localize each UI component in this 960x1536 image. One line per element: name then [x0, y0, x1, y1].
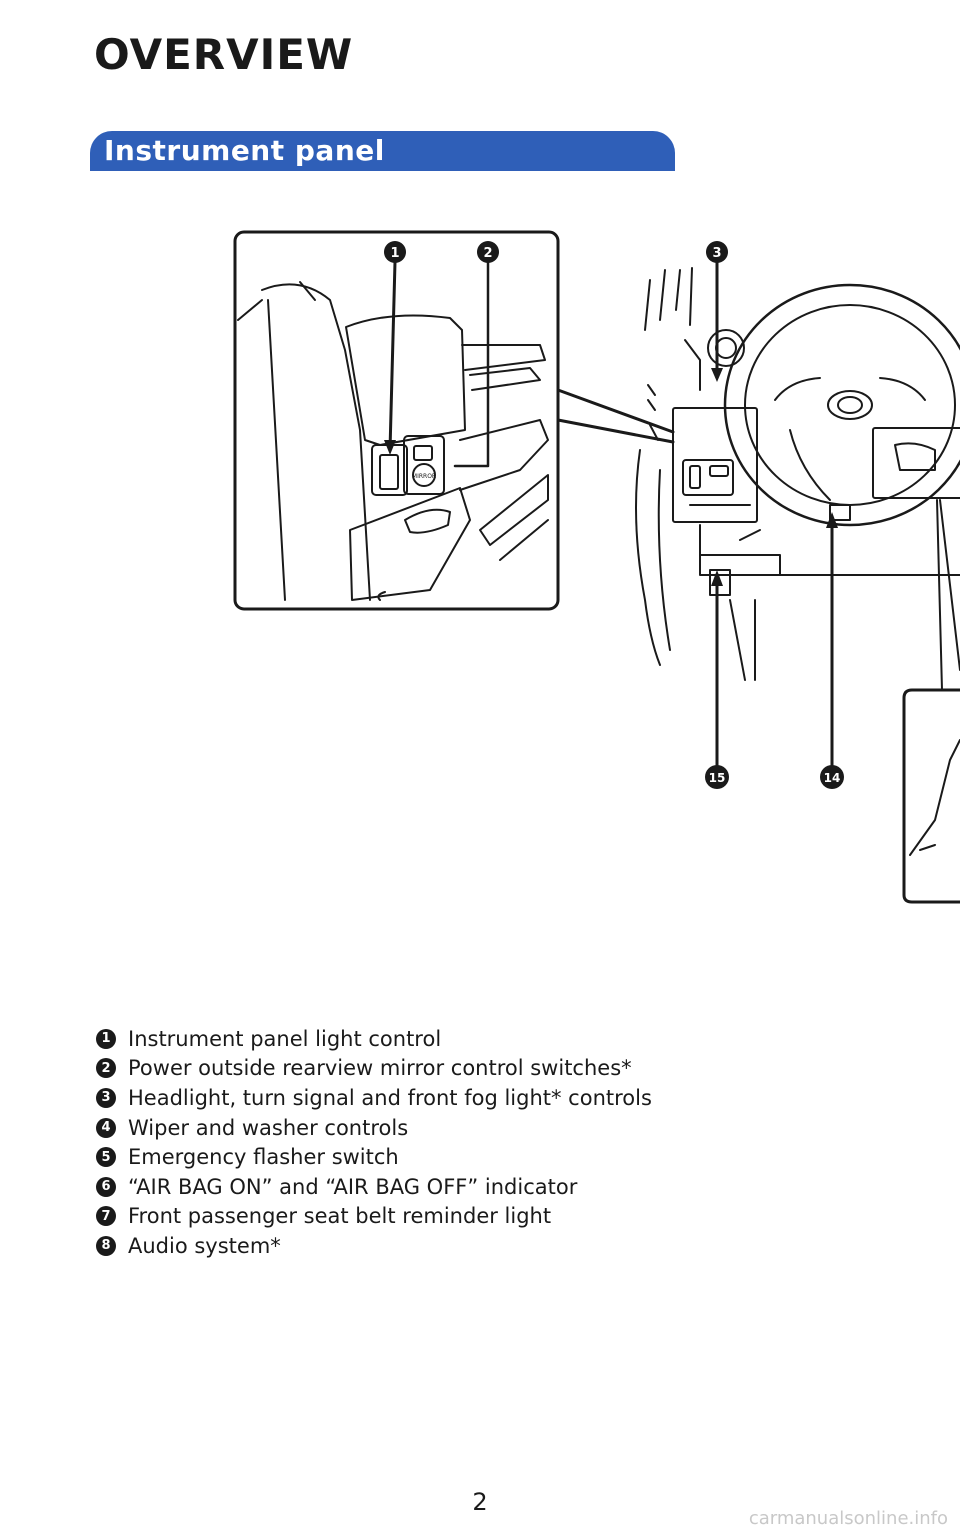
legend-number-badge: 5 [96, 1147, 116, 1168]
callout-14: 14 [820, 765, 844, 789]
callout-1-number: 1 [390, 246, 399, 261]
legend-item-text: “AIR BAG ON” and “AIR BAG OFF” indicator [128, 1174, 578, 1199]
callout-3: 3 [706, 241, 728, 263]
legend-item-text: Headlight, turn signal and front fog lig… [128, 1085, 652, 1110]
legend-item: 3 Headlight, turn signal and front fog l… [96, 1083, 916, 1113]
legend-number-badge: 3 [96, 1087, 116, 1108]
callout-1: 1 [384, 241, 406, 263]
legend-item-text: Wiper and washer controls [128, 1115, 409, 1140]
legend-item: 8 Audio system* [96, 1231, 916, 1261]
legend-number-badge: 6 [96, 1176, 116, 1197]
callout-15: 15 [705, 765, 729, 789]
page-title: OVERVIEW [94, 30, 354, 79]
page-number: 2 [472, 1488, 488, 1516]
watermark: carmanualsonline.info [748, 1508, 948, 1529]
legend-item: 5 Emergency flasher switch [96, 1142, 916, 1172]
mirror-switch-label: MIRROR [412, 473, 436, 480]
legend-item: 2 Power outside rearview mirror control … [96, 1054, 916, 1084]
legend-item-text: Emergency flasher switch [128, 1145, 399, 1170]
legend-item-text: Audio system* [128, 1233, 281, 1258]
section-title: Instrument panel [104, 134, 385, 167]
legend-number-badge: 4 [96, 1117, 116, 1138]
section-banner: Instrument panel [90, 131, 675, 171]
legend-item: 4 Wiper and washer controls [96, 1113, 916, 1143]
legend-number-badge: 1 [96, 1028, 116, 1049]
instrument-panel-illustration: 1 2 3 15 14 MIRROR [233, 230, 960, 904]
callout-2: 2 [477, 241, 499, 263]
callout-15-number: 15 [709, 771, 726, 785]
legend-number-badge: 8 [96, 1235, 116, 1256]
callout-14-number: 14 [824, 771, 841, 785]
callout-2-number: 2 [483, 246, 492, 261]
legend-item-text: Front passenger seat belt reminder light [128, 1204, 552, 1229]
legend-item-text: Power outside rearview mirror control sw… [128, 1056, 632, 1081]
legend-list: 1 Instrument panel light control 2 Power… [96, 1024, 916, 1261]
legend-number-badge: 2 [96, 1058, 116, 1079]
legend-item: 7 Front passenger seat belt reminder lig… [96, 1202, 916, 1232]
legend-item-text: Instrument panel light control [128, 1026, 442, 1051]
callout-3-number: 3 [712, 246, 721, 261]
legend-item: 6 “AIR BAG ON” and “AIR BAG OFF” indicat… [96, 1172, 916, 1202]
legend-item: 1 Instrument panel light control [96, 1024, 916, 1054]
legend-number-badge: 7 [96, 1206, 116, 1227]
